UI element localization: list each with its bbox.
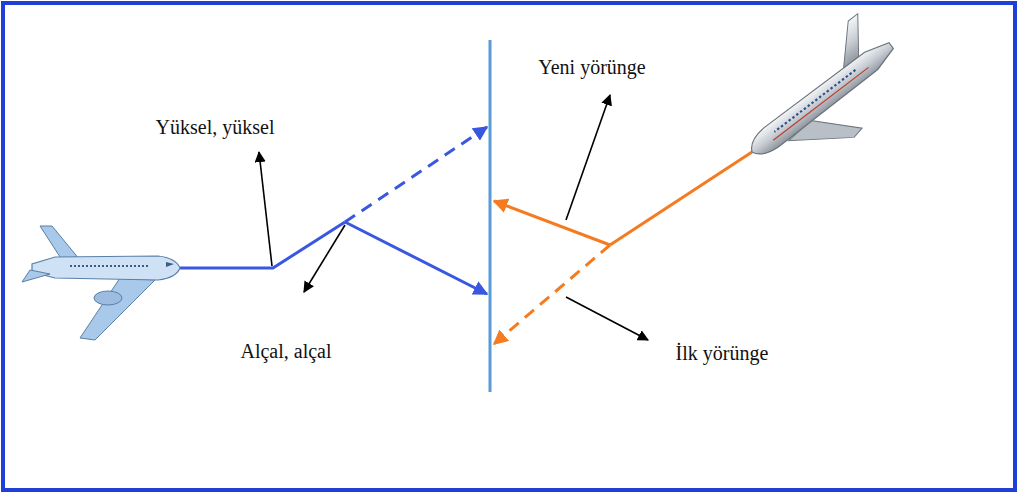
leader-arrow xyxy=(566,297,648,340)
windows xyxy=(774,70,855,132)
orange-path xyxy=(610,152,752,245)
leader-arrow xyxy=(304,225,345,292)
orange-dashed-path xyxy=(494,245,610,344)
fuselage xyxy=(745,36,899,161)
tail-fin xyxy=(40,226,80,260)
orange-new-path xyxy=(494,201,610,245)
leader-arrow xyxy=(566,95,610,220)
engine xyxy=(94,291,122,305)
blue-path xyxy=(180,222,345,268)
wall-line xyxy=(489,40,492,392)
airplane xyxy=(22,226,180,340)
fuselage xyxy=(32,256,180,280)
wing xyxy=(80,278,155,340)
stabilizer xyxy=(22,270,50,282)
frame xyxy=(3,3,1015,490)
stripe xyxy=(773,67,868,140)
blue-descent-path xyxy=(345,222,487,294)
leader-arrow xyxy=(259,152,272,266)
cockpit xyxy=(166,262,174,267)
annotation-label: Yeni yörünge xyxy=(538,55,645,79)
annotation-label: İlk yörünge xyxy=(676,341,769,365)
annotation-label: Yüksel, yüksel xyxy=(156,115,275,139)
blue-dashed-path xyxy=(345,127,487,222)
airplane xyxy=(724,9,921,192)
windows xyxy=(70,265,150,267)
annotation-label: Alçal, alçal xyxy=(240,339,331,363)
